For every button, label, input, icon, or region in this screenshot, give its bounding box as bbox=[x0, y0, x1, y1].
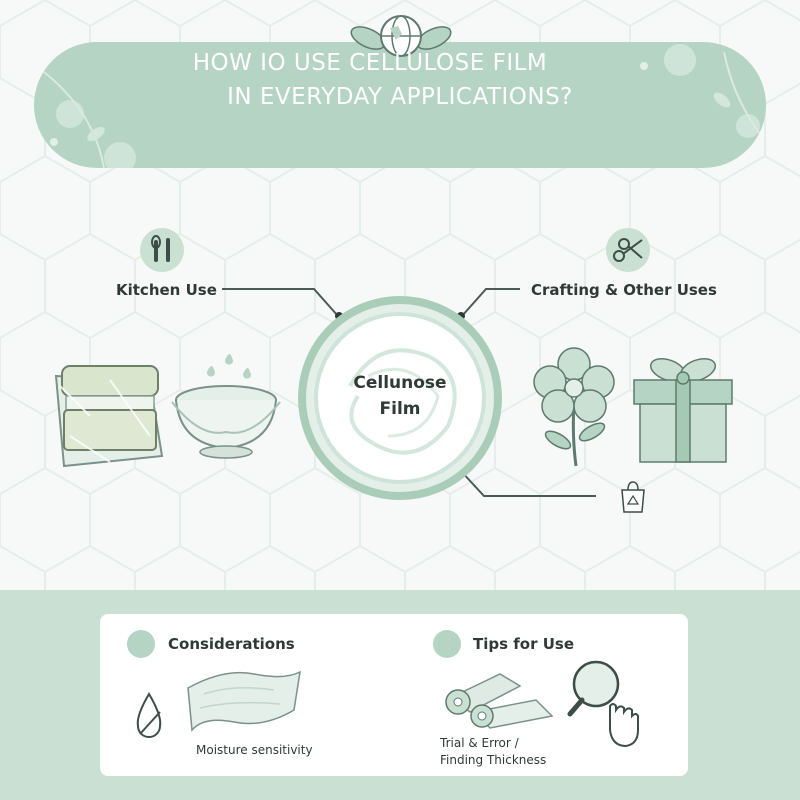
flower-icon bbox=[533, 347, 615, 467]
center-line-2: Film bbox=[379, 399, 421, 419]
title-line-1: HOW IO USE CELLULOSE FILM bbox=[192, 50, 548, 76]
page-title: HOW IO USE CELLULOSE FILM IN EVERYDAY AP… bbox=[0, 46, 800, 114]
film-rolls-icon bbox=[445, 673, 554, 729]
tips-label-line-2: Finding Thickness bbox=[440, 753, 547, 767]
scissors-icon bbox=[606, 228, 650, 272]
tips-bullet bbox=[433, 630, 461, 658]
film-sheet-icon bbox=[187, 670, 301, 732]
title-banner bbox=[34, 42, 766, 168]
center-circle bbox=[298, 296, 502, 500]
title-line-2: IN EVERYDAY APPLICATIONS? bbox=[227, 84, 573, 110]
recycle-bag-icon bbox=[621, 481, 645, 513]
magnifier-icon bbox=[567, 660, 639, 748]
center-line-1: Cellunose bbox=[353, 373, 447, 393]
tips-label: Trial & Error / Finding Thickness bbox=[440, 735, 546, 769]
banner-decoration bbox=[43, 44, 766, 168]
considerations-heading: Considerations bbox=[168, 635, 295, 653]
moisture-label: Moisture sensitivity bbox=[196, 743, 313, 757]
sandwich-icon bbox=[54, 365, 164, 468]
kitchen-use-label: Kitchen Use bbox=[116, 281, 217, 299]
utensils-icon bbox=[140, 228, 184, 272]
water-drop-icon bbox=[136, 692, 162, 738]
bowl-icon bbox=[171, 354, 281, 459]
tips-heading: Tips for Use bbox=[473, 635, 574, 653]
crafting-label: Crafting & Other Uses bbox=[531, 281, 717, 299]
globe-leaf-icon bbox=[350, 15, 452, 57]
considerations-bullet bbox=[127, 630, 155, 658]
tips-label-line-1: Trial & Error / bbox=[440, 736, 519, 750]
center-label: Cellunose Film bbox=[330, 370, 470, 422]
gift-icon bbox=[633, 358, 733, 463]
